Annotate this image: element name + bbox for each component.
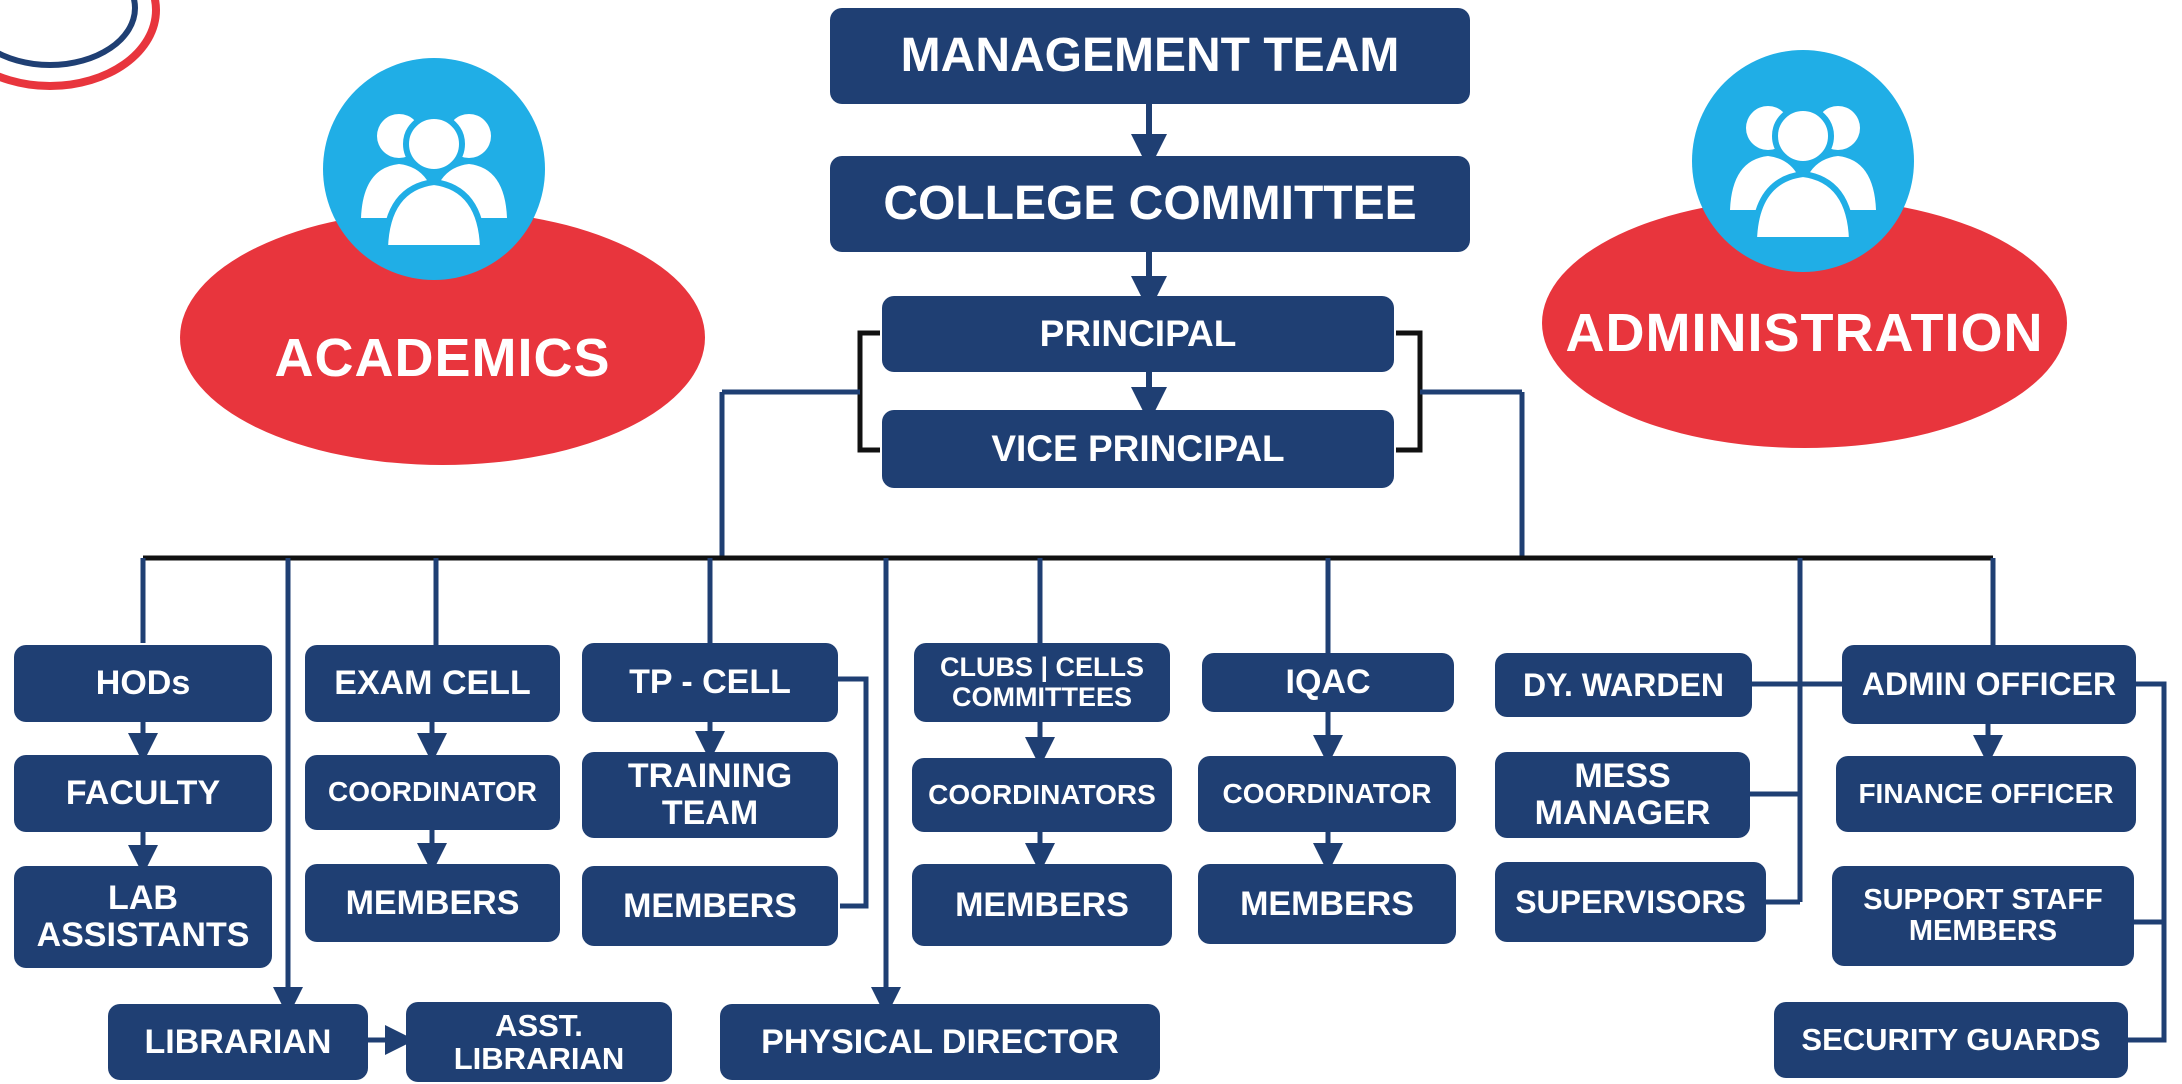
clubs-box: CLUBS | CELLS COMMITTEES [914,643,1170,722]
training-team-box: TRAINING TEAM [582,752,838,838]
vice-principal-label: VICE PRINCIPAL [991,428,1285,470]
faculty-label: FACULTY [65,774,221,813]
clubs-label: CLUBS | CELLS COMMITTEES [939,652,1145,712]
asst-librarian-label: ASST. LIBRARIAN [453,1007,625,1076]
supervisors-label: SUPERVISORS [1515,883,1746,920]
mess-manager-box: MESS MANAGER [1495,752,1750,838]
principal-label: PRINCIPAL [1039,313,1237,355]
tp-members-label: MEMBERS [623,886,797,925]
college-committee-label: COLLEGE COMMITTEE [883,177,1417,231]
lab-assistants-box: LAB ASSISTANTS [14,866,272,968]
exam-cell-box: EXAM CELL [305,645,560,722]
connector-tp-members [838,676,869,909]
training-team-label: TRAINING TEAM [627,757,793,832]
support-staff-label: SUPPORT STAFF MEMBERS [1863,883,2103,947]
librarian-label: LIBRARIAN [144,1022,332,1061]
tp-members-box: MEMBERS [582,866,838,946]
tp-cell-box: TP - CELL [582,643,838,722]
iqac-coordinator-label: COORDINATOR [1222,777,1432,809]
physical-director-box: PHYSICAL DIRECTOR [720,1004,1160,1080]
iqac-box: IQAC [1202,653,1454,712]
tp-cell-label: TP - CELL [629,663,791,702]
librarian-box: LIBRARIAN [108,1004,368,1080]
hods-label: HODs [95,664,191,703]
finance-officer-box: FINANCE OFFICER [1836,756,2136,832]
admin-officer-label: ADMIN OFFICER [1861,666,2117,703]
connector-admin-right [2128,681,2167,1043]
college-committee-box: COLLEGE COMMITTEE [830,156,1470,252]
iqac-members-box: MEMBERS [1198,864,1456,944]
finance-officer-label: FINANCE OFFICER [1858,777,2114,809]
exam-members-label: MEMBERS [345,883,520,922]
academics-label: ACADEMICS [274,327,611,388]
dy-warden-label: DY. WARDEN [1523,666,1724,703]
bracket-right [1396,330,1423,453]
iqac-label: IQAC [1285,663,1371,702]
support-staff-box: SUPPORT STAFF MEMBERS [1832,866,2134,966]
supervisors-box: SUPERVISORS [1495,862,1766,942]
exam-coordinator-box: COORDINATOR [305,755,560,830]
exam-coordinator-label: COORDINATOR [328,776,537,808]
security-guards-label: SECURITY GUARDS [1801,1022,2101,1058]
vice-principal-box: VICE PRINCIPAL [882,410,1394,488]
iqac-members-label: MEMBERS [1240,884,1414,923]
people-icon [361,113,507,251]
admin-officer-box: ADMIN OFFICER [1842,645,2136,724]
physical-director-label: PHYSICAL DIRECTOR [761,1022,1119,1061]
exam-cell-label: EXAM CELL [334,664,531,703]
security-guards-box: SECURITY GUARDS [1774,1002,2128,1078]
exam-members-box: MEMBERS [305,864,560,942]
clubs-coordinators-box: COORDINATORS [912,758,1172,832]
administration-label: ADMINISTRATION [1565,303,2044,363]
clubs-coordinators-label: COORDINATORS [928,778,1156,810]
management-team-box: MANAGEMENT TEAM [830,8,1470,104]
principal-box: PRINCIPAL [882,296,1394,372]
clubs-members-label: MEMBERS [955,885,1129,924]
mess-manager-label: MESS MANAGER [1534,757,1711,832]
bracket-left [857,330,880,453]
hods-box: HODs [14,645,272,722]
lab-assistants-label: LAB ASSISTANTS [36,879,250,954]
academics-group-icon [323,58,545,280]
asst-librarian-box: ASST. LIBRARIAN [406,1002,672,1082]
people-icon [1730,105,1876,243]
iqac-coordinator-box: COORDINATOR [1198,756,1456,832]
administration-group-icon [1692,50,1914,272]
management-team-label: MANAGEMENT TEAM [900,29,1400,83]
dy-warden-box: DY. WARDEN [1495,653,1752,717]
clubs-members-box: MEMBERS [912,864,1172,946]
faculty-box: FACULTY [14,755,272,832]
academics-ellipse: ACADEMICS [180,210,705,465]
